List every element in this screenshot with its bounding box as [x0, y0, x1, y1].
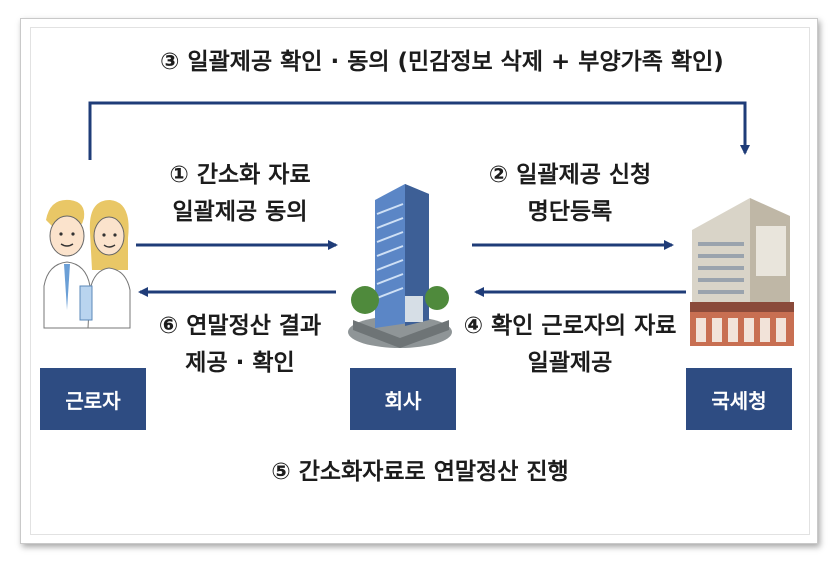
top-loop-arrow [88, 101, 750, 160]
step2-line2: 명단등록 [527, 199, 613, 225]
step4-line1: ④ 확인 근로자의 자료 [463, 313, 677, 339]
bottom-label: ⑤ 간소화자료로 연말정산 진행 [271, 459, 569, 485]
step2-line1: ② 일괄제공 신청 [488, 162, 652, 188]
actor-company-box: 회사 [350, 368, 456, 430]
actor-worker-box: 근로자 [40, 368, 146, 430]
step6-line1: ⑥ 연말정산 결과 [158, 313, 322, 339]
actor-nts-box: 국세청 [686, 368, 792, 430]
step1-line1: ① 간소화 자료 [169, 162, 311, 188]
diagram-inner-border [30, 27, 810, 535]
step6-line2: 제공 · 확인 [185, 350, 295, 376]
office-building-icon [348, 184, 452, 348]
top-label: ③ 일괄제공 확인 · 동의 (민감정보 삭제 + 부양가족 확인) [160, 49, 724, 75]
step1-line2: 일괄제공 동의 [172, 199, 308, 225]
government-building-icon [690, 198, 794, 346]
step4-line2: 일괄제공 [527, 350, 613, 376]
two-workers-icon [43, 199, 131, 329]
